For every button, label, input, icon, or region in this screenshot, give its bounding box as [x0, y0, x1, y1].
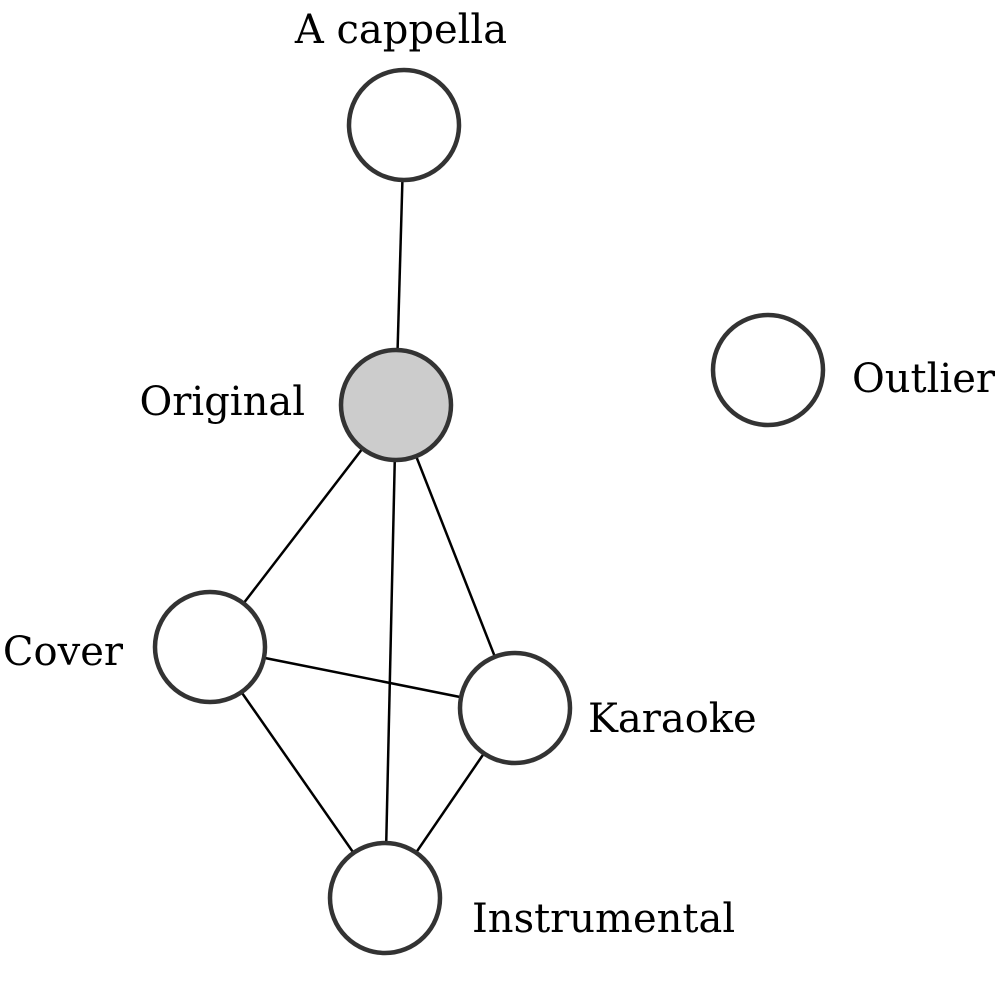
nodes-layer — [152, 67, 826, 956]
node-label-outlier: Outlier — [852, 356, 996, 402]
node-a-cappella — [346, 67, 462, 183]
node-label-a-cappella: A cappella — [294, 7, 507, 53]
node-cover — [152, 589, 268, 705]
edges-layer — [208, 124, 517, 899]
node-label-original: Original — [139, 379, 305, 425]
node-instrumental — [327, 840, 443, 956]
node-label-cover: Cover — [3, 629, 124, 675]
edge-original-instrumental — [383, 404, 398, 899]
node-karaoke — [457, 650, 573, 766]
node-label-instrumental: Instrumental — [472, 896, 735, 942]
node-label-karaoke: Karaoke — [588, 696, 757, 742]
node-original — [338, 347, 454, 463]
node-outlier — [710, 312, 826, 428]
